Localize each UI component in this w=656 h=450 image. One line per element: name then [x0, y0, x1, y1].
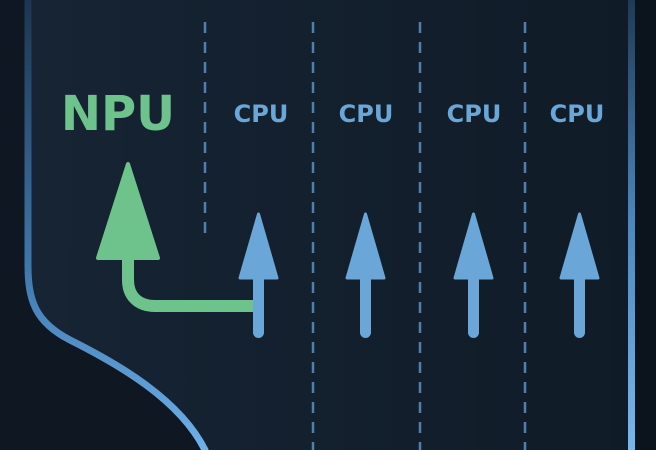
left-panel-edge — [24, 0, 209, 450]
npu-label: NPU — [61, 86, 175, 142]
right-panel-edge — [628, 0, 635, 450]
cpu-label-1: CPU — [234, 100, 289, 128]
cpu-arrow-icon-4 — [559, 212, 600, 338]
npu-arrow-icon — [96, 162, 264, 312]
main-panel — [28, 0, 634, 450]
cpu-arrow-icon-1 — [238, 212, 279, 338]
cpu-label-2: CPU — [339, 100, 394, 128]
cpu-label-3: CPU — [447, 100, 502, 128]
cpu-arrow-icon-3 — [453, 212, 494, 338]
cpu-label-4: CPU — [550, 100, 605, 128]
cpu-arrow-icon-2 — [345, 212, 386, 338]
right-margin — [635, 0, 656, 450]
